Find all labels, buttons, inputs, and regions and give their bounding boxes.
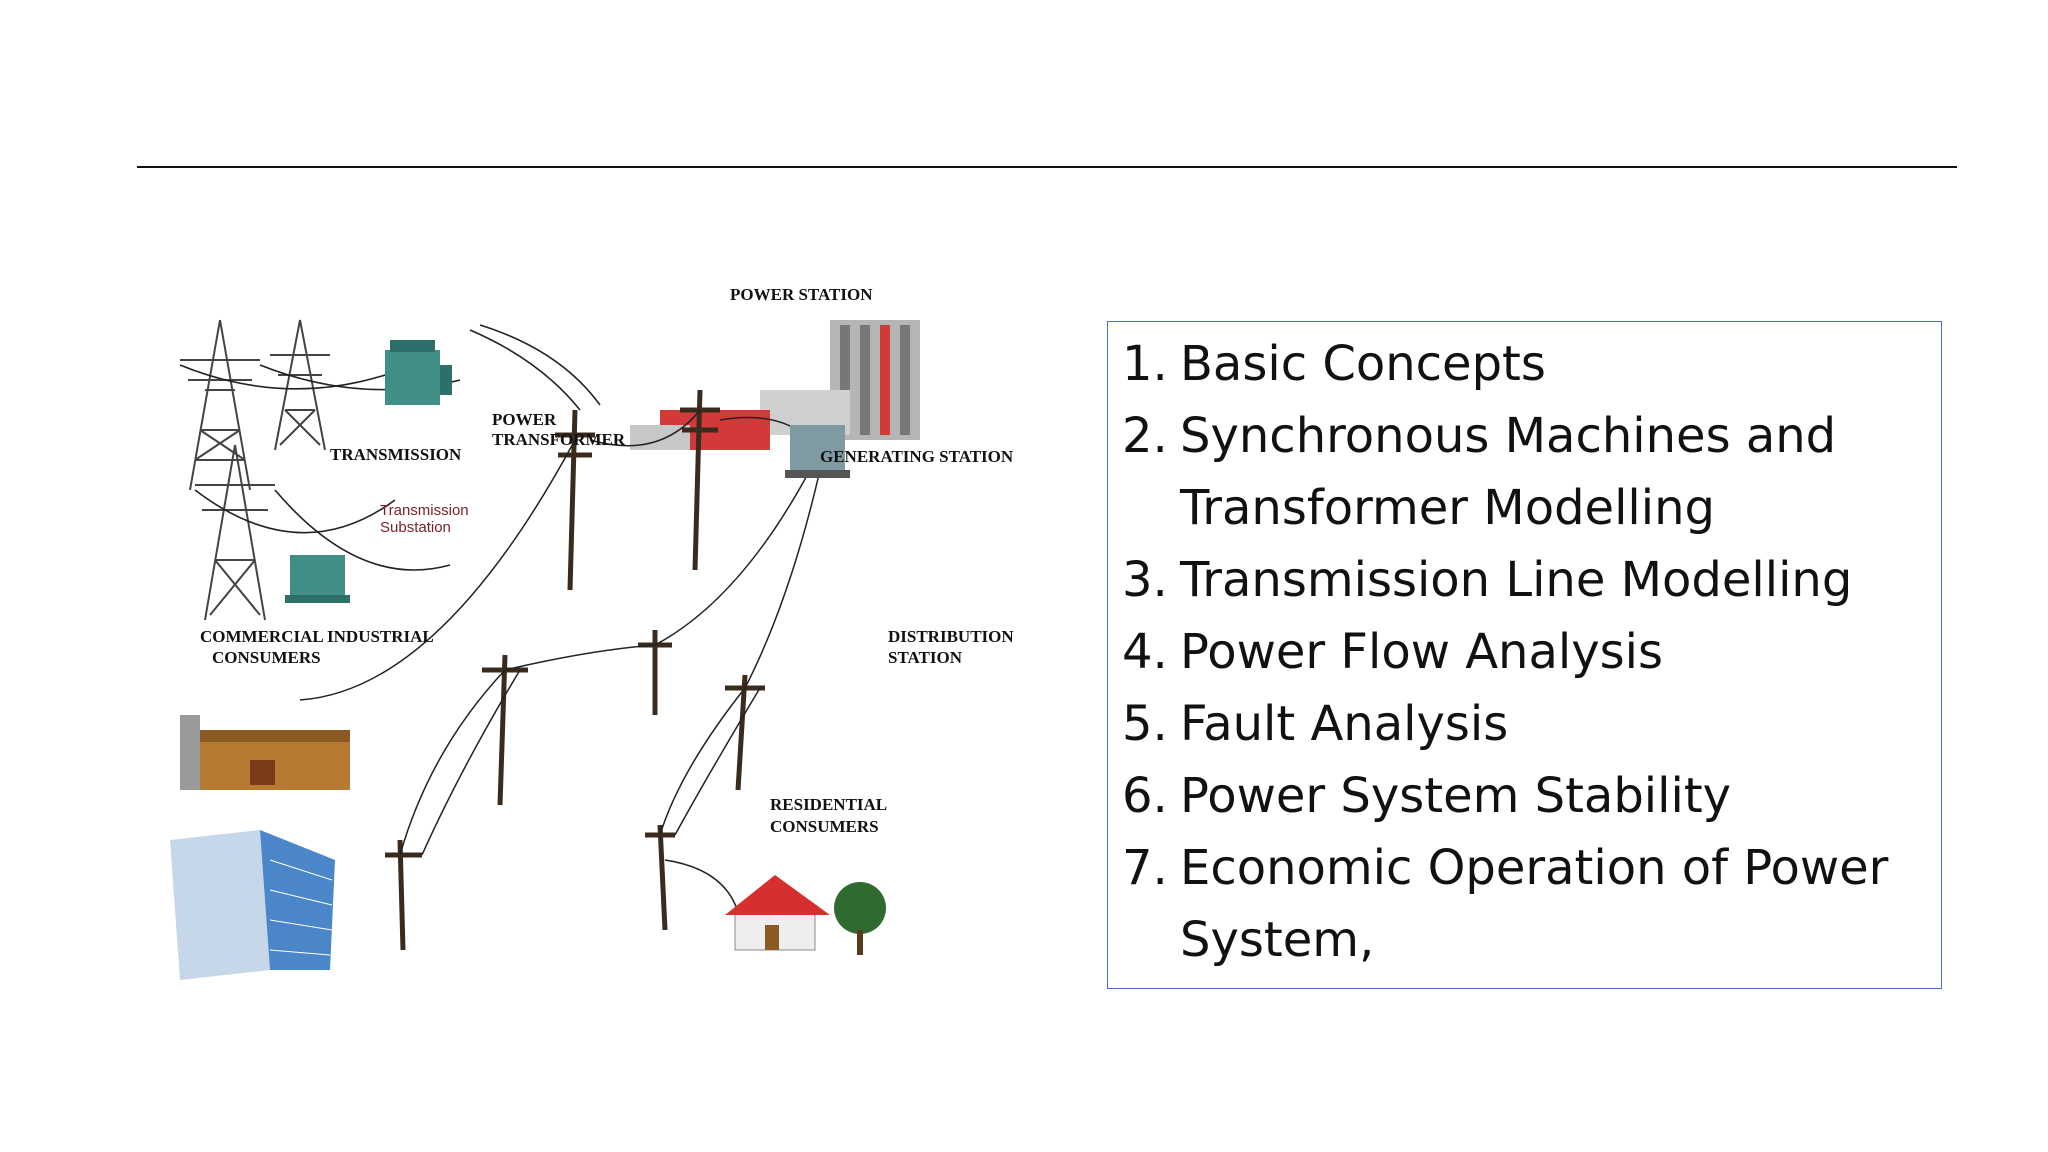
topic-item: 6.Power System Stability (1122, 760, 1941, 832)
residential-house (725, 875, 830, 951)
topic-text: Fault Analysis (1180, 696, 1509, 752)
topic-item: 5.Fault Analysis (1122, 688, 1941, 760)
topic-number: 2. (1122, 408, 1168, 464)
factory-building (180, 715, 350, 790)
transmission-tower-3 (195, 444, 275, 621)
power-system-illustration: POWER STATION TRANSMISSION POWER TRANSFO… (160, 270, 1040, 1150)
topic-number: 7. (1122, 840, 1168, 896)
transmission-tower-1 (180, 319, 260, 491)
topic-item: 4.Power Flow Analysis (1122, 616, 1941, 688)
power-transformer (385, 340, 452, 405)
label-generating-station: GENERATING STATION (820, 447, 1014, 466)
topic-item: 3.Transmission Line Modelling (1122, 544, 1941, 616)
transmission-substation (285, 555, 350, 603)
topic-text: Synchronous Machines and Transformer Mod… (1180, 408, 1837, 536)
label-distribution-2: STATION (888, 648, 963, 667)
topic-number: 5. (1122, 696, 1168, 752)
title-divider (137, 166, 1957, 168)
topic-number: 3. (1122, 552, 1168, 608)
topic-text: Power System Stability (1180, 768, 1732, 824)
label-power-transformer-2: TRANSFORMER (492, 430, 626, 449)
label-commercial-2: CONSUMERS (212, 648, 321, 667)
distribution-station (785, 425, 850, 478)
distribution-lines (299, 409, 821, 921)
label-power-transformer-1: POWER (492, 410, 557, 429)
label-transmission-substation-1: Transmission (380, 502, 469, 519)
topic-number: 1. (1122, 336, 1168, 392)
topics-list: 1.Basic Concepts 2.Synchronous Machines … (1122, 328, 1941, 976)
topic-number: 4. (1122, 624, 1168, 680)
label-commercial-1: COMMERCIAL INDUSTRIAL (200, 627, 434, 646)
power-system-diagram: POWER STATION TRANSMISSION POWER TRANSFO… (160, 270, 1040, 1150)
label-residential-1: RESIDENTIAL (770, 795, 887, 814)
topic-item: 7.Economic Operation of Power System, (1122, 832, 1941, 976)
office-building (170, 830, 335, 980)
topic-number: 6. (1122, 768, 1168, 824)
topic-text: Economic Operation of Power System, (1180, 840, 1889, 968)
topics-box: 1.Basic Concepts 2.Synchronous Machines … (1107, 321, 1942, 989)
label-power-station: POWER STATION (730, 285, 873, 304)
label-transmission-substation-2: Substation (380, 519, 451, 536)
label-residential-2: CONSUMERS (770, 817, 879, 836)
label-transmission: TRANSMISSION (330, 445, 462, 464)
topic-text: Basic Concepts (1180, 336, 1546, 392)
transmission-tower-2 (270, 319, 330, 451)
topic-text: Power Flow Analysis (1180, 624, 1663, 680)
tree (834, 882, 886, 955)
topic-text: Transmission Line Modelling (1180, 552, 1853, 608)
topic-item: 1.Basic Concepts (1122, 328, 1941, 400)
topic-item: 2.Synchronous Machines and Transformer M… (1122, 400, 1941, 544)
label-distribution-1: DISTRIBUTION (888, 627, 1014, 646)
